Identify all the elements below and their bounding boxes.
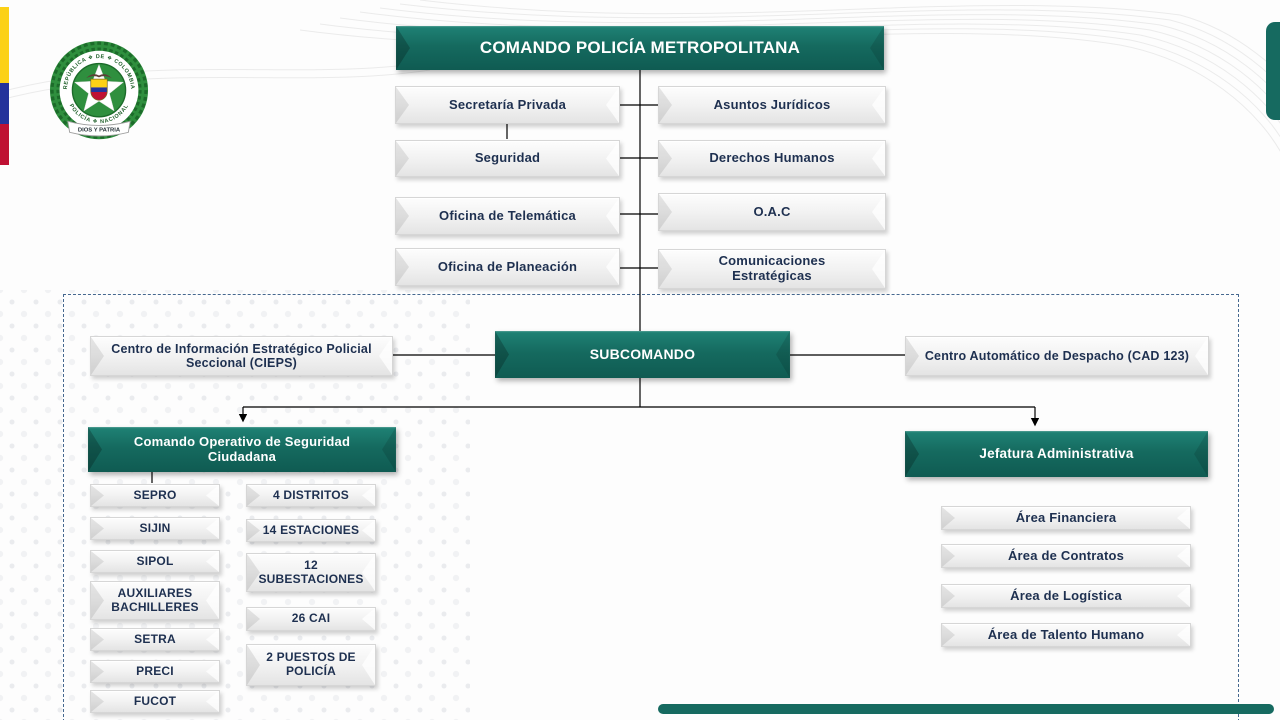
node-secretaria-privada: Secretaría Privada — [395, 86, 620, 124]
flag-stripe-blue — [0, 83, 9, 124]
node-comando-operativo-seguridad-ciudadana: Comando Operativo de Seguridad Ciudadana — [88, 427, 396, 472]
node-oficina-de-planeacion: Oficina de Planeación — [395, 248, 620, 286]
node-area-de-talento-humano: Área de Talento Humano — [941, 623, 1191, 647]
node-fucot: FUCOT — [90, 690, 220, 713]
police-badge-logo: REPÚBLICA ❖ DE ❖ COLOMBIA POLICÍA ❖ NACI… — [44, 36, 154, 148]
node-comunicaciones-estrategicas: Comunicaciones Estratégicas — [658, 249, 886, 289]
node-oac: O.A.C — [658, 193, 886, 231]
node-preci: PRECI — [90, 660, 220, 683]
node-comando-policia-metropolitana: COMANDO POLICÍA METROPOLITANA — [396, 26, 884, 70]
flag-stripe-red — [0, 124, 9, 165]
node-auxiliares-bachilleres: AUXILIARES BACHILLERES — [90, 581, 220, 620]
node-sijin: SIJIN — [90, 517, 220, 540]
node-cad-123: Centro Automático de Despacho (CAD 123) — [905, 336, 1209, 376]
node-derechos-humanos: Derechos Humanos — [658, 140, 886, 177]
node-asuntos-juridicos: Asuntos Jurídicos — [658, 86, 886, 124]
node-jefatura-administrativa: Jefatura Administrativa — [905, 431, 1208, 477]
node-subcomando: SUBCOMANDO — [495, 331, 790, 378]
badge-motto-text: DIOS Y PATRIA — [78, 127, 121, 133]
node-oficina-de-telematica: Oficina de Telemática — [395, 197, 620, 235]
badge-motto-ribbon — [67, 120, 131, 137]
corner-accent-pill — [1266, 22, 1280, 120]
node-area-financiera: Área Financiera — [941, 506, 1191, 530]
node-14-estaciones: 14 ESTACIONES — [246, 519, 376, 542]
node-2-puestos-de-policia: 2 PUESTOS DE POLICÍA — [246, 644, 376, 686]
node-seguridad: Seguridad — [395, 140, 620, 177]
node-area-de-contratos: Área de Contratos — [941, 544, 1191, 568]
bottom-accent-bar — [658, 704, 1274, 714]
node-sepro: SEPRO — [90, 484, 220, 507]
node-sipol: SIPOL — [90, 550, 220, 573]
node-area-de-logistica: Área de Logística — [941, 584, 1191, 608]
node-setra: SETRA — [90, 628, 220, 651]
node-cieps: Centro de Información Estratégico Polici… — [90, 336, 393, 376]
node-4-distritos: 4 DISTRITOS — [246, 484, 376, 507]
node-12-subestaciones: 12 SUBESTACIONES — [246, 553, 376, 592]
flag-stripe-yellow — [0, 7, 9, 83]
node-26-cai: 26 CAI — [246, 607, 376, 631]
subcommand-section-border — [63, 294, 1239, 720]
